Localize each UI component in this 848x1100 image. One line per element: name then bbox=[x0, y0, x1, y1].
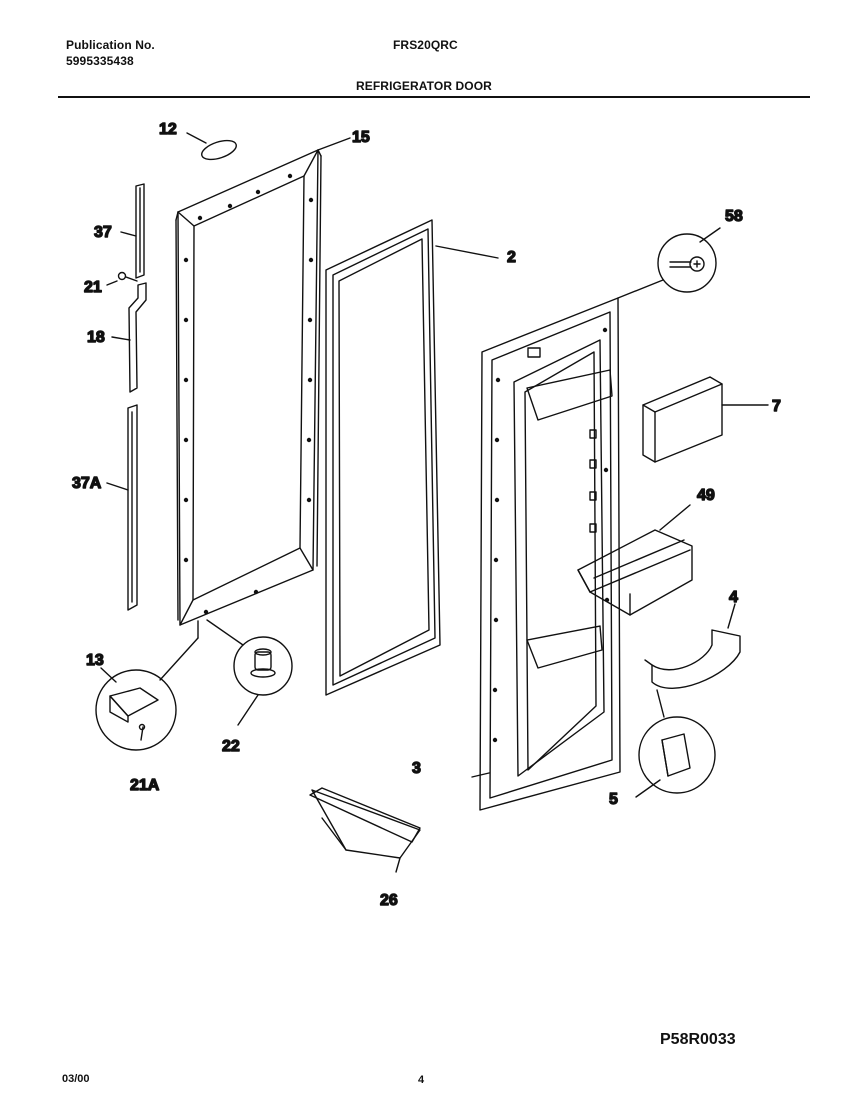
callout-15: 15 bbox=[352, 129, 370, 146]
part-26-bin bbox=[309, 787, 421, 873]
callout-4: 4 bbox=[729, 589, 738, 606]
callout-37a: 37A bbox=[72, 475, 102, 492]
callout-21a: 21A bbox=[130, 777, 160, 794]
callout-13: 13 bbox=[86, 652, 104, 669]
header-rule bbox=[58, 96, 810, 98]
part-37a-hinge-cover bbox=[106, 404, 138, 611]
part-2-gasket bbox=[325, 219, 499, 696]
part-58-screw bbox=[657, 227, 721, 293]
publication-label: Publication No. bbox=[66, 38, 155, 52]
part-3-door-liner bbox=[471, 279, 664, 811]
part-18-hinge bbox=[111, 282, 147, 393]
part-4-bin-support bbox=[644, 603, 741, 689]
page-number: 4 bbox=[418, 1074, 425, 1086]
part-22-bushing bbox=[206, 619, 293, 726]
callout-26: 26 bbox=[380, 892, 398, 909]
callout-18: 18 bbox=[87, 329, 105, 346]
callout-37: 37 bbox=[94, 224, 112, 241]
section-title: REFRIGERATOR DOOR bbox=[356, 79, 492, 93]
diagram-code: P58R0033 bbox=[660, 1031, 736, 1048]
part-13-hinge-bracket bbox=[95, 620, 199, 751]
part-15-door-frame bbox=[175, 137, 351, 626]
callout-3: 3 bbox=[412, 760, 421, 777]
part-21-screw bbox=[106, 271, 138, 286]
part-7-dairy-door bbox=[642, 376, 769, 463]
callout-58: 58 bbox=[725, 208, 743, 225]
revision-date: 03/00 bbox=[62, 1073, 90, 1085]
callout-2: 2 bbox=[507, 249, 516, 266]
part-37-hinge-cover bbox=[120, 183, 145, 279]
callout-49: 49 bbox=[697, 487, 715, 504]
model-number: FRS20QRC bbox=[393, 38, 458, 52]
callout-22: 22 bbox=[222, 738, 240, 755]
part-5-clip bbox=[635, 689, 716, 798]
callout-21: 21 bbox=[84, 279, 102, 296]
publication-number: 5995335438 bbox=[66, 54, 134, 68]
part-49-door-bin bbox=[577, 504, 693, 616]
callout-5: 5 bbox=[609, 791, 618, 808]
callout-7: 7 bbox=[772, 398, 781, 415]
part-12-plug bbox=[186, 132, 237, 161]
callout-12: 12 bbox=[159, 121, 177, 138]
